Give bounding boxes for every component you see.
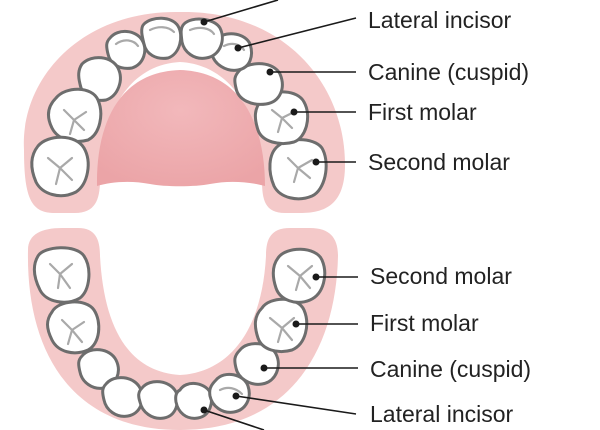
leader-dot-lower-second-molar <box>312 273 320 281</box>
leader-lines <box>200 0 358 430</box>
lower-teeth <box>32 246 327 420</box>
upper-first-molar-right-groove <box>270 108 296 134</box>
lower-second-molar-left-groove <box>48 262 74 290</box>
leader-line-lower-central <box>203 409 265 430</box>
lower-arch <box>27 228 338 430</box>
leader-line-lower-lateral-incisor <box>235 395 357 415</box>
leader-dot-upper-lateral-incisor <box>234 44 242 52</box>
upper-arch <box>23 11 345 213</box>
palate <box>96 70 266 187</box>
label-lower-canine: Canine (cuspid) <box>370 356 531 382</box>
label-lower-second-molar: Second molar <box>370 263 512 289</box>
lower-lateral-incisor-left <box>137 380 179 420</box>
lower-first-molar-right-groove <box>268 316 296 344</box>
label-lower-lateral-incisor: Lateral incisor <box>370 401 514 427</box>
leader-dot-upper-canine <box>266 68 274 76</box>
upper-first-molar-left <box>47 87 103 143</box>
label-upper-first-molar: First molar <box>368 99 477 125</box>
upper-lateral-incisor-right <box>179 17 224 60</box>
labels: Lateral incisor Canine (cuspid) First mo… <box>368 7 531 427</box>
upper-teeth <box>30 16 328 201</box>
label-lower-first-molar: First molar <box>370 310 479 336</box>
lower-first-molar-left <box>46 300 101 355</box>
label-upper-second-molar: Second molar <box>368 149 510 175</box>
upper-second-molar-right-groove <box>286 156 314 184</box>
label-upper-lateral-incisor: Lateral incisor <box>368 7 512 33</box>
leader-dot-lower-lateral-incisor <box>232 392 240 400</box>
leader-dot-upper-central <box>200 18 208 26</box>
lower-canine-left <box>101 376 144 418</box>
upper-canine-left <box>77 56 122 102</box>
upper-central-incisor-groove <box>148 26 176 34</box>
upper-central-incisor <box>140 16 183 60</box>
lower-lateral-incisor-right-groove <box>218 386 244 396</box>
lower-second-molar-right-groove <box>286 264 314 292</box>
lower-first-molar-left-groove <box>60 318 86 346</box>
upper-second-molar-left <box>30 135 90 198</box>
lower-central-incisor <box>174 382 213 420</box>
upper-lateral-incisor-left <box>105 30 147 70</box>
upper-first-molar-left-groove <box>62 108 88 136</box>
leader-line-upper-central <box>203 0 279 23</box>
upper-second-molar-left-groove <box>46 156 74 186</box>
leader-dot-lower-canine <box>260 364 268 372</box>
leader-dot-lower-first-molar <box>292 320 300 328</box>
upper-canine-right-groove <box>222 42 246 52</box>
upper-lateral-incisor-right-groove <box>188 26 216 36</box>
leader-dot-upper-second-molar <box>312 158 320 166</box>
label-upper-canine: Canine (cuspid) <box>368 59 529 85</box>
leader-dot-upper-first-molar <box>290 108 298 116</box>
upper-lateral-incisor-left-groove <box>114 39 140 48</box>
leader-dot-lower-central <box>200 406 208 414</box>
leader-line-upper-lateral-incisor <box>237 17 357 49</box>
